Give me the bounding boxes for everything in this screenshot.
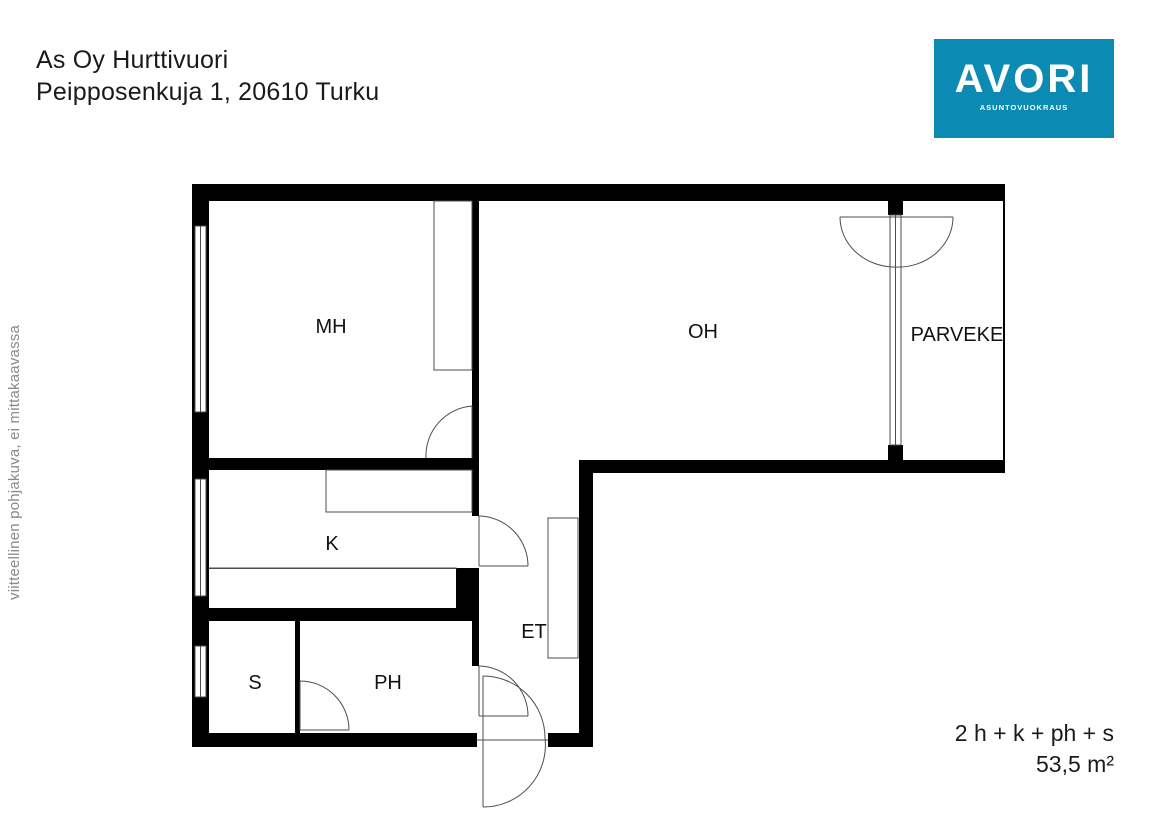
logo-word: AVORI — [954, 57, 1094, 101]
room-labels: MH OH PARVEKE K ET S PH — [248, 316, 1003, 694]
apartment-summary: 2 h + k + ph + s 53,5 m² — [955, 718, 1114, 780]
avori-logo: AVORI ASUNTOVUOKRAUS — [934, 39, 1114, 138]
area-text: 53,5 m² — [1036, 751, 1114, 777]
closet-mh — [433, 200, 473, 371]
building-name: As Oy Hurttivuori — [36, 46, 229, 74]
wall-s-ph — [295, 621, 300, 733]
counter-k-lower — [208, 567, 457, 569]
wall-ph-et — [472, 621, 479, 666]
label-ph: PH — [374, 672, 402, 694]
wall-parveke-right — [1003, 184, 1005, 473]
label-k: K — [325, 533, 339, 555]
wall-oh-parveke-top — [888, 201, 903, 215]
doors — [299, 216, 954, 808]
building-address: Peipposenkuja 1, 20610 Turku — [36, 78, 380, 106]
wall-oh-parveke-bottom — [888, 445, 903, 473]
windows — [194, 214, 902, 698]
wall-oh-bottom — [579, 460, 1005, 473]
wall-k-block — [456, 568, 479, 608]
label-oh: OH — [688, 321, 718, 343]
layout-text: 2 h + k + ph + s — [954, 720, 1114, 746]
logo-tagline: ASUNTOVUOKRAUS — [979, 103, 1069, 112]
walls — [192, 184, 1005, 747]
label-s: S — [248, 672, 261, 694]
wall-k-ph — [192, 608, 479, 621]
fixtures — [208, 200, 579, 659]
wall-mh-k — [192, 458, 479, 470]
label-parveke: PARVEKE — [911, 324, 1004, 346]
header: As Oy Hurttivuori Peipposenkuja 1, 20610… — [36, 44, 379, 108]
wall-top — [192, 184, 1005, 201]
wall-mh-oh — [472, 201, 479, 460]
closet-et — [547, 517, 579, 659]
counter-k-upper — [325, 469, 473, 513]
wall-right-lower — [579, 460, 593, 747]
label-mh: MH — [315, 316, 346, 338]
wall-k-et — [472, 470, 479, 516]
label-et: ET — [521, 621, 547, 643]
wall-bottom-left — [192, 733, 477, 747]
